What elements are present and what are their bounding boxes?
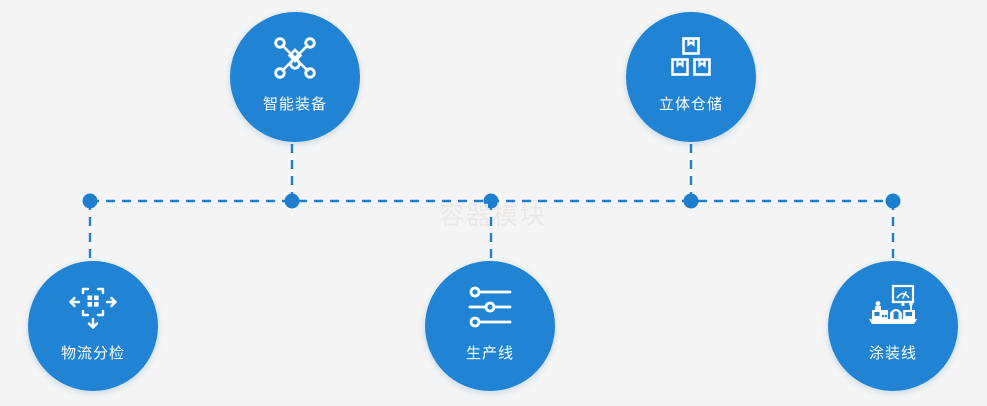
sliders-icon xyxy=(464,283,516,331)
stacked-boxes-icon xyxy=(665,34,717,82)
bus-dot-painting-line[interactable] xyxy=(885,193,901,209)
paint-machine-icon xyxy=(867,283,919,331)
node-label: 智能装备 xyxy=(262,95,327,113)
node-label: 生产线 xyxy=(465,344,514,362)
bus-dot-intelligent-equipment[interactable] xyxy=(284,193,300,209)
node-logistics-sorting[interactable]: 物流分检 xyxy=(28,261,158,391)
node-label: 涂装线 xyxy=(868,344,917,362)
node-production-line[interactable]: 生产线 xyxy=(425,261,555,391)
sorting-arrows-icon xyxy=(67,283,119,331)
network-nodes-icon xyxy=(269,34,321,82)
node-label: 物流分检 xyxy=(60,344,125,362)
bus-dot-production-line[interactable] xyxy=(483,193,499,209)
node-label: 立体仓储 xyxy=(658,95,723,113)
node-intelligent-equipment[interactable]: 智能装备 xyxy=(230,12,360,142)
bus-dot-stereoscopic-warehouse[interactable] xyxy=(683,193,699,209)
node-painting-line[interactable]: 涂装线 xyxy=(828,261,958,391)
node-stereoscopic-warehouse[interactable]: 立体仓储 xyxy=(626,12,756,142)
bus-dot-logistics-sorting[interactable] xyxy=(82,193,98,209)
